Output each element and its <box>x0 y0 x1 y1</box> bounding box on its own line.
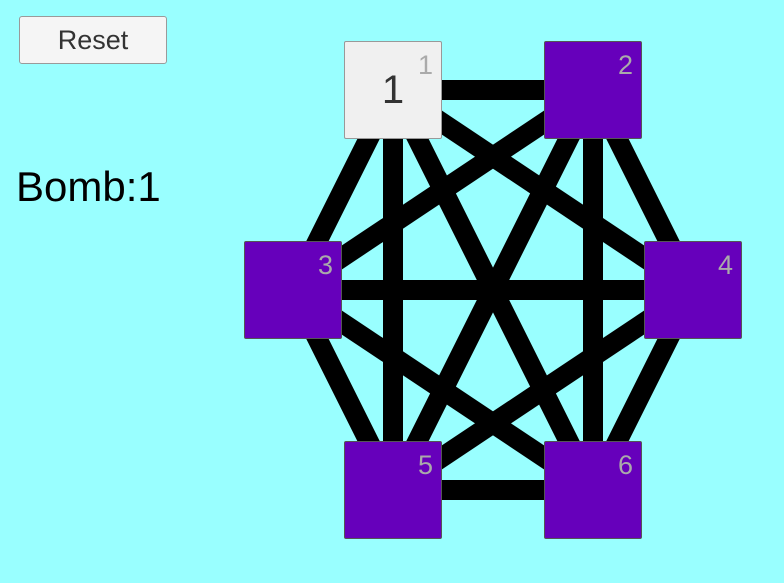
reset-button[interactable]: Reset <box>19 16 167 64</box>
node-index-label: 5 <box>417 450 433 480</box>
node-4[interactable]: 4 <box>644 241 742 339</box>
node-6[interactable]: 6 <box>544 441 642 539</box>
edge-2-3 <box>287 81 599 299</box>
node-5[interactable]: 5 <box>344 441 442 539</box>
node-index-label: 6 <box>617 450 633 480</box>
node-index-label: 3 <box>317 250 333 280</box>
bomb-counter: Bomb:1 <box>16 163 161 210</box>
node-bomb-count: 1 <box>381 68 405 112</box>
node-2[interactable]: 2 <box>544 41 642 139</box>
node-index-label: 4 <box>717 250 733 280</box>
edge-3-6 <box>287 281 599 499</box>
node-index-label: 2 <box>617 50 633 80</box>
node-3[interactable]: 3 <box>244 241 342 339</box>
edge-4-5 <box>387 281 699 499</box>
node-index-label: 1 <box>417 50 433 80</box>
